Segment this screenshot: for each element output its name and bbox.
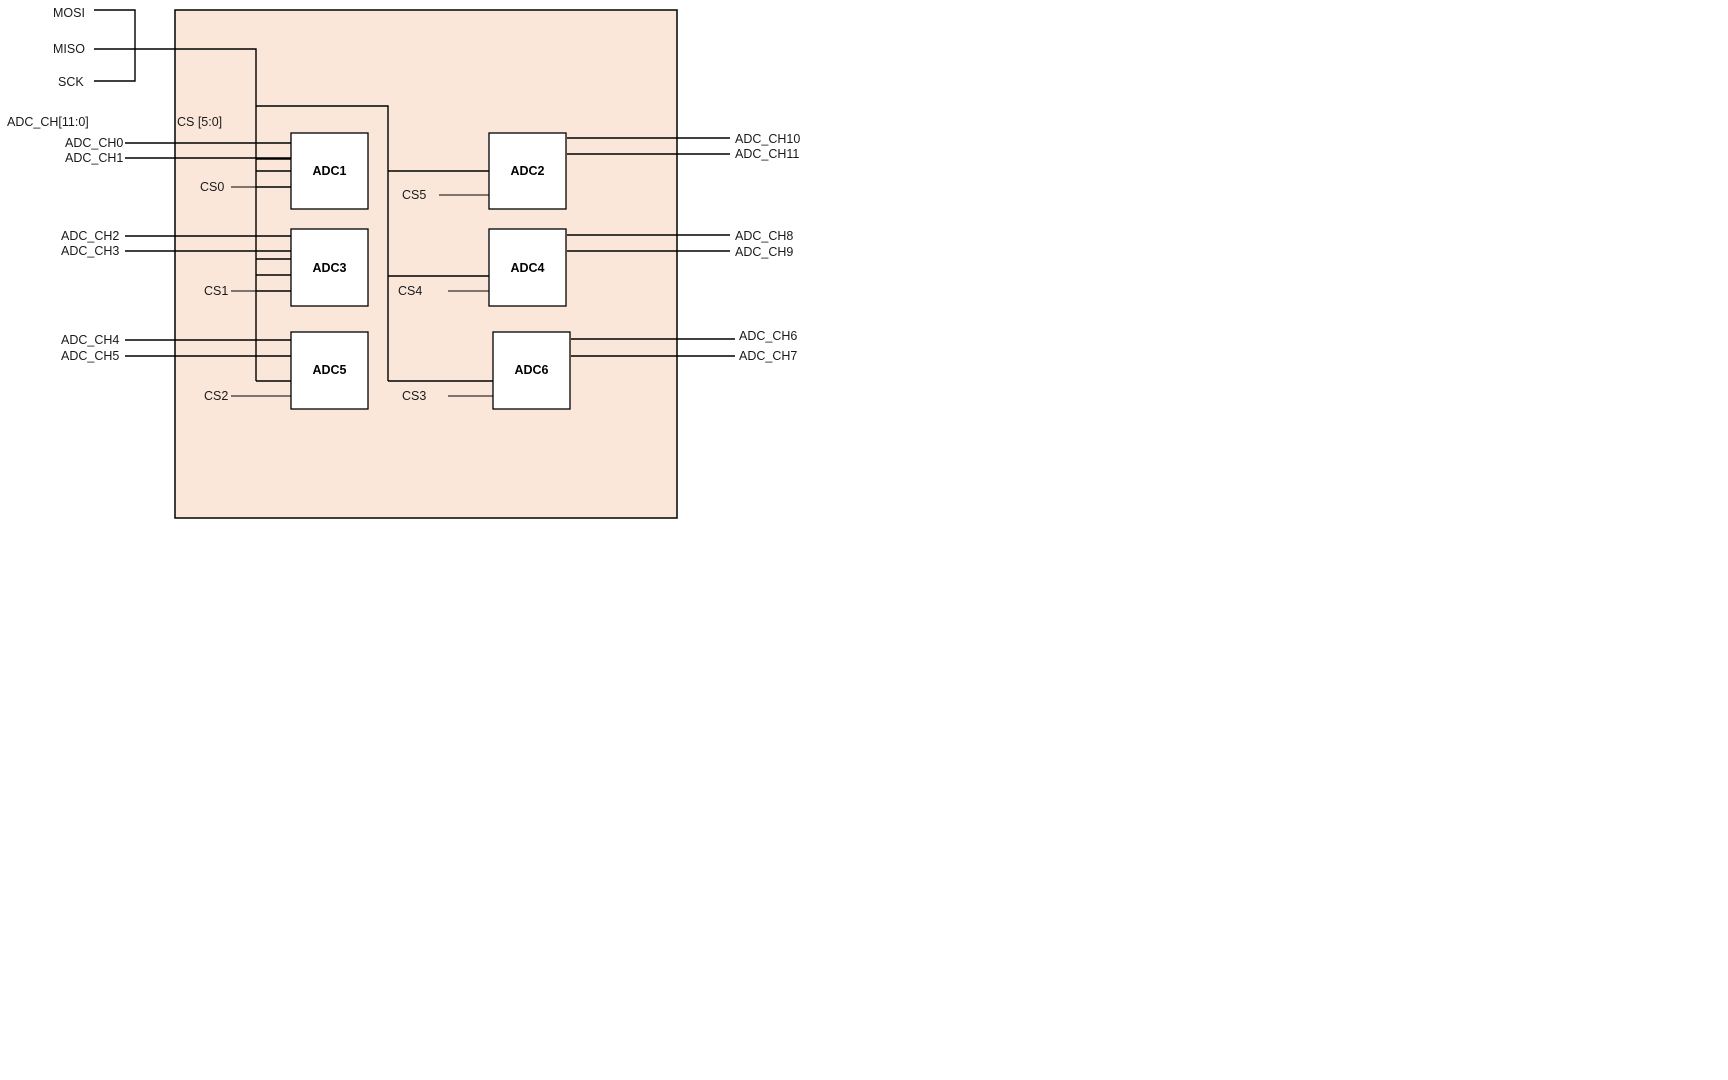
cs5-label: CS5	[402, 188, 426, 202]
cs4-label: CS4	[398, 284, 422, 298]
adc4-label: ADC4	[510, 261, 544, 275]
ch10-label: ADC_CH10	[735, 132, 800, 146]
sck-label: SCK	[58, 75, 84, 89]
cs0-label: CS0	[200, 180, 224, 194]
miso-label: MISO	[53, 42, 85, 56]
spi-bracket	[94, 9, 136, 82]
cs3-label: CS3	[402, 389, 426, 403]
adc6-label: ADC6	[514, 363, 548, 377]
cs-bus-label: CS [5:0]	[177, 115, 222, 129]
ch0-label: ADC_CH0	[65, 136, 123, 150]
adc5-block	[290, 331, 369, 410]
adc1-block	[290, 132, 369, 210]
adc-ch-bus-label: ADC_CH[11:0]	[7, 115, 89, 129]
adc2-label: ADC2	[510, 164, 544, 178]
ch5-label: ADC_CH5	[61, 349, 119, 363]
ch7-label: ADC_CH7	[739, 349, 797, 363]
adc1-label: ADC1	[312, 164, 346, 178]
adc3-block	[290, 228, 369, 307]
ch2-label: ADC_CH2	[61, 229, 119, 243]
adc5-label: ADC5	[312, 363, 346, 377]
adc6-block	[492, 331, 571, 410]
spi-trunk-right	[256, 105, 389, 381]
adc2-block	[488, 132, 567, 210]
spi-trunk-left	[135, 48, 257, 381]
adc3-label: ADC3	[312, 261, 346, 275]
cs1-label: CS1	[204, 284, 228, 298]
ch1-label: ADC_CH1	[65, 151, 123, 165]
ch9-label: ADC_CH9	[735, 245, 793, 259]
ch11-label: ADC_CH11	[735, 147, 799, 161]
ch6-label: ADC_CH6	[739, 329, 797, 343]
board	[174, 9, 678, 519]
ch4-label: ADC_CH4	[61, 333, 119, 347]
cs2-label: CS2	[204, 389, 228, 403]
adc4-block	[488, 228, 567, 307]
ch8-label: ADC_CH8	[735, 229, 793, 243]
mosi-label: MOSI	[53, 6, 85, 20]
ch3-label: ADC_CH3	[61, 244, 119, 258]
